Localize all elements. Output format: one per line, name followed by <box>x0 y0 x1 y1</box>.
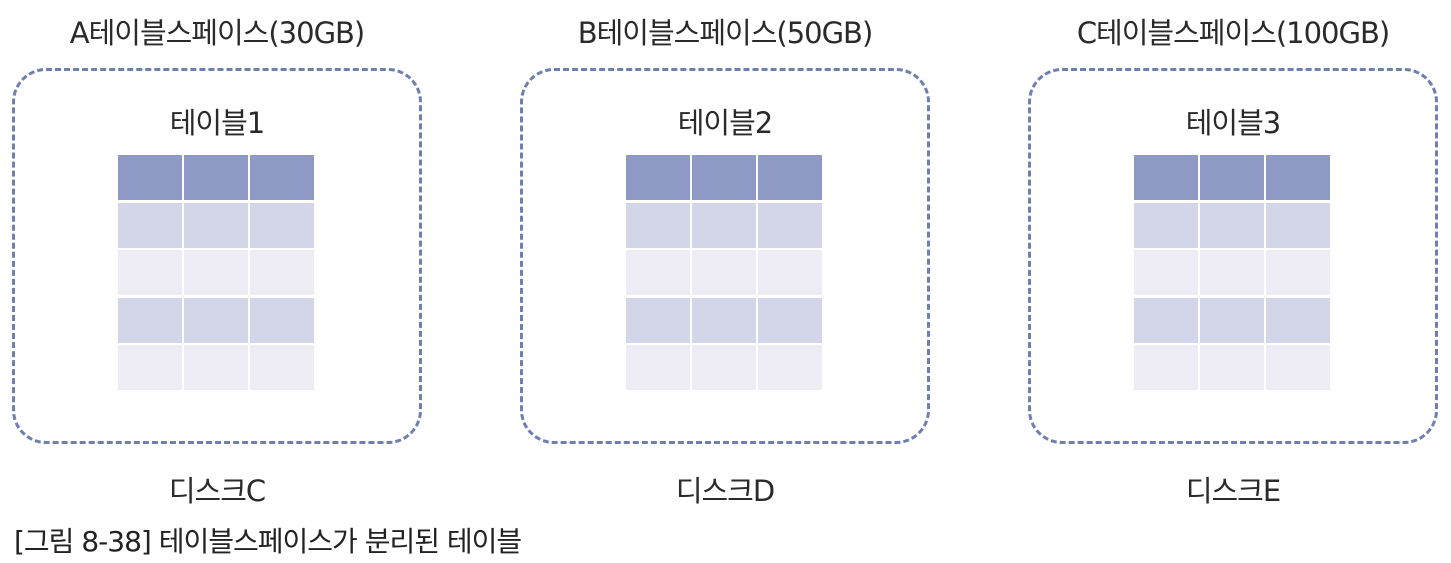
tablespace-title: B테이블스페이스(50GB) <box>577 16 874 50</box>
table-icon <box>1134 155 1331 398</box>
table-row <box>1134 345 1331 390</box>
disk-label: 디스크D <box>675 474 775 508</box>
tablespace-boundary <box>520 68 930 444</box>
tablespace-title: C테이블스페이스(100GB) <box>1076 16 1390 50</box>
tablespace-boundary <box>12 68 422 444</box>
table-row <box>626 297 823 343</box>
tablespace-panel-c: C테이블스페이스(100GB) 테이블3 디스크E <box>1028 0 1438 510</box>
table-name: 테이블1 <box>169 106 266 140</box>
table-header-row <box>1134 155 1331 200</box>
table-row <box>626 345 823 390</box>
table-row <box>1134 297 1331 343</box>
table-icon <box>626 155 823 398</box>
table-row <box>626 202 823 248</box>
table-row <box>626 250 823 295</box>
table-row <box>118 202 315 248</box>
table-row <box>118 250 315 295</box>
disk-label: 디스크E <box>1185 474 1281 508</box>
tablespace-title: A테이블스페이스(30GB) <box>69 16 366 50</box>
table-name: 테이블2 <box>677 106 774 140</box>
table-row <box>118 297 315 343</box>
table-row <box>118 345 315 390</box>
table-name: 테이블3 <box>1185 106 1282 140</box>
table-icon <box>118 155 315 398</box>
tablespace-panel-a: A테이블스페이스(30GB) 테이블1 디스크C <box>12 0 422 510</box>
figure-caption: [그림 8-38] 테이블스페이스가 분리된 테이블 <box>14 525 522 558</box>
tablespace-boundary <box>1028 68 1438 444</box>
disk-label: 디스크C <box>168 474 266 508</box>
tablespace-panel-b: B테이블스페이스(50GB) 테이블2 디스크D <box>520 0 930 510</box>
table-row <box>1134 202 1331 248</box>
table-header-row <box>626 155 823 200</box>
table-header-row <box>118 155 315 200</box>
table-row <box>1134 250 1331 295</box>
